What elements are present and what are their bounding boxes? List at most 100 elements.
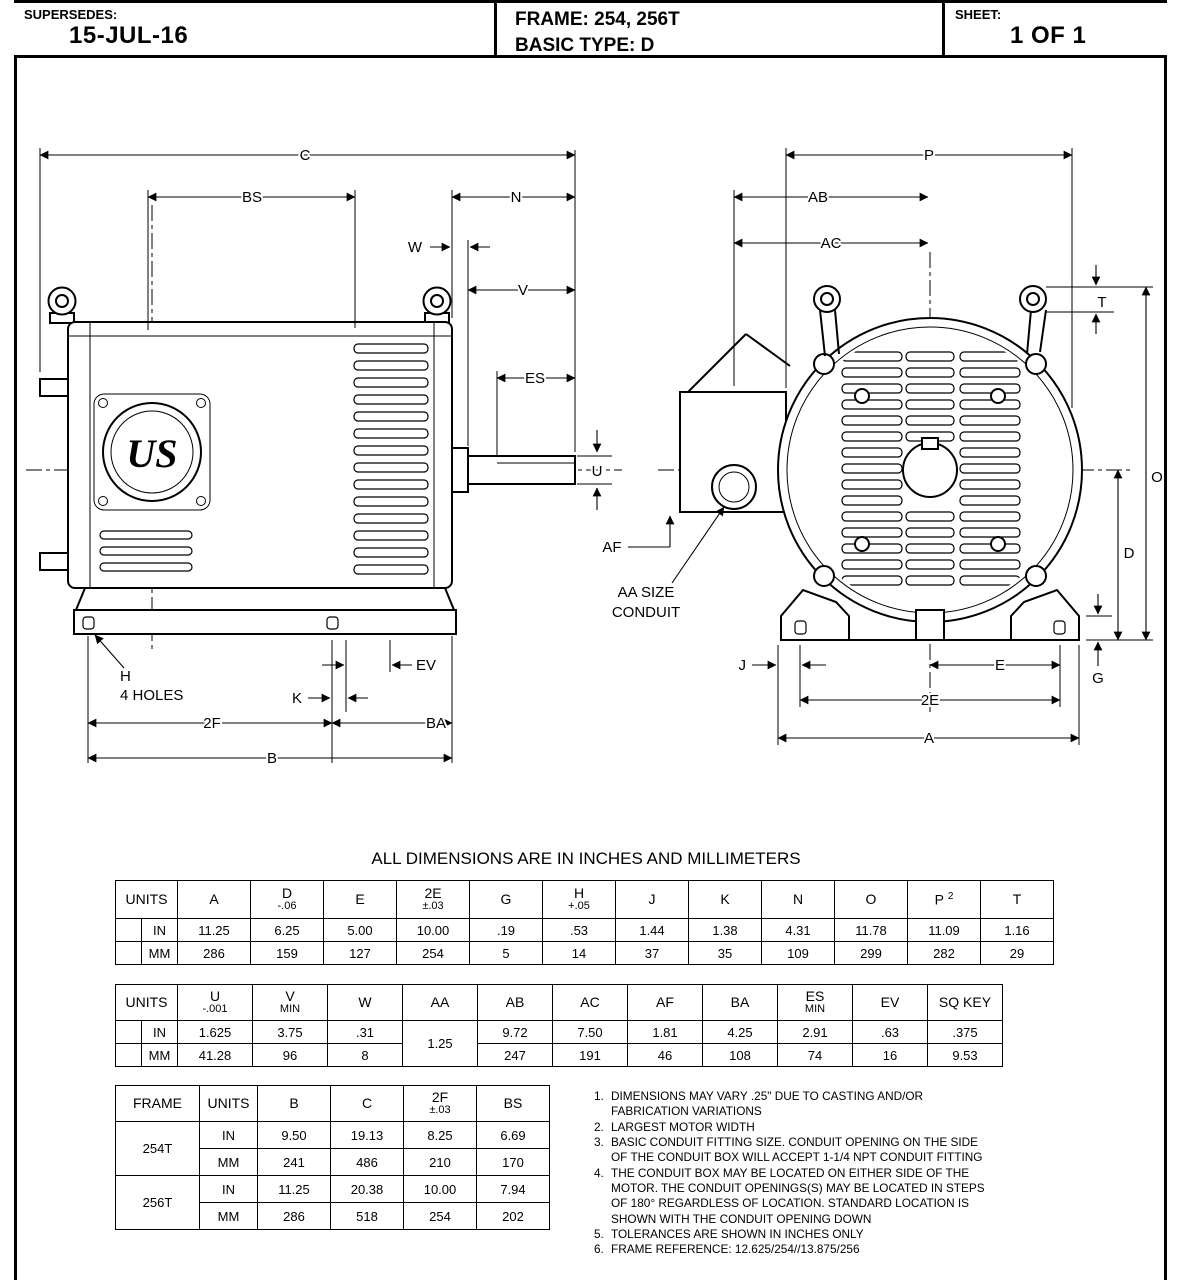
table-cell: .375	[927, 1020, 1003, 1044]
spacer-cell	[115, 941, 142, 965]
table-cell: 1.625	[177, 1020, 253, 1044]
note-number: 5.	[594, 1226, 604, 1241]
table-cell: 254	[403, 1202, 477, 1230]
dim-label-2f: 2F	[203, 715, 221, 732]
table-cell: .31	[327, 1020, 403, 1044]
dim-label-e: E	[995, 657, 1005, 674]
shaft	[451, 447, 576, 493]
unit-cell: MM	[199, 1202, 258, 1230]
note-text: FRAME REFERENCE: 12.625/254//13.875/256	[611, 1242, 860, 1257]
dim-label-bs: BS	[242, 189, 262, 206]
table-cell-aa-merged: 1.25	[402, 1020, 478, 1067]
table-row: MM 286 159 127 254 5 14 37 35 109 299 28…	[115, 941, 1054, 965]
note-text: DIMENSIONS MAY VARY .25" DUE TO CASTING …	[611, 1089, 924, 1119]
dim-label-ab: AB	[808, 189, 828, 206]
motor-dimension-drawing: US	[26, 145, 1165, 769]
note-text: TOLERANCES ARE SHOWN IN INCHES ONLY	[611, 1226, 864, 1241]
table-cell: 3.75	[252, 1020, 328, 1044]
column-header-frame: FRAME	[115, 1085, 200, 1122]
table-cell: 241	[257, 1148, 331, 1176]
dim-label-t: T	[1097, 294, 1106, 311]
table-cell: .53	[542, 918, 616, 942]
table-cell: 20.38	[330, 1175, 404, 1203]
table-cell: 7.50	[552, 1020, 628, 1044]
table-cell: 5	[469, 941, 543, 965]
column-header-2e: 2E±.03	[396, 880, 470, 919]
dim-label-2e: 2E	[921, 692, 939, 709]
column-header-d: D-.06	[250, 880, 324, 919]
table-cell: 14	[542, 941, 616, 965]
end-view: P AB AC T O D G J E	[600, 145, 1164, 749]
eye-bolt-left	[47, 286, 77, 324]
eye-bolts-end	[813, 285, 1047, 357]
page-border	[14, 0, 1167, 1280]
column-header-e: E	[323, 880, 397, 919]
spacer-cell	[115, 1043, 142, 1067]
dim-label-a: A	[924, 730, 934, 747]
table-cell: 11.25	[257, 1175, 331, 1203]
table-row: IN 1.625 3.75 .31 1.25 9.72 7.50 1.81 4.…	[115, 1020, 1003, 1067]
column-header-u: U-.001	[177, 984, 253, 1021]
dim-label-aa-size: AA SIZE	[618, 584, 675, 601]
table-row: MM 286 518 254 202	[116, 1202, 550, 1230]
dim-label-es: ES	[525, 370, 545, 387]
column-header-b: B	[257, 1085, 331, 1122]
table-cell: 254	[396, 941, 470, 965]
table-cell: 37	[615, 941, 689, 965]
column-header-k: K	[688, 880, 762, 919]
sheet-block: SHEET: 1 OF 1	[945, 3, 1167, 55]
column-header-ab: AB	[477, 984, 553, 1021]
note-2: 2. LARGEST MOTOR WIDTH	[594, 1120, 994, 1135]
dim-label-w: W	[408, 239, 423, 256]
table-row: IN 11.25 6.25 5.00 10.00 .19 .53 1.44 1.…	[115, 918, 1054, 942]
frame-table: FRAME UNITS B C 2F±.03 BS 254T IN 9.50 1…	[115, 1085, 550, 1230]
column-header-g: G	[469, 880, 543, 919]
note-number: 4.	[594, 1165, 604, 1180]
conduit-box	[679, 333, 791, 513]
table-row: 256T IN 11.25 20.38 10.00 7.94	[115, 1175, 550, 1230]
note-text: LARGEST MOTOR WIDTH	[611, 1119, 755, 1134]
table-cell: 486	[330, 1148, 404, 1176]
note-1: 1. DIMENSIONS MAY VARY .25" DUE TO CASTI…	[594, 1089, 994, 1120]
table-cell: 108	[702, 1043, 778, 1067]
table-cell: 191	[552, 1043, 628, 1067]
table-cell: .19	[469, 918, 543, 942]
table-cell: 1.81	[627, 1020, 703, 1044]
column-header-units: UNITS	[199, 1085, 258, 1122]
table-cell: 96	[252, 1043, 328, 1067]
end-view-dimensions: P AB AC T O D G J E	[600, 145, 1164, 749]
table-cell: 282	[907, 941, 981, 965]
table-cell: 286	[177, 941, 251, 965]
dim-label-g: G	[1092, 670, 1104, 687]
mounting-feet-end	[780, 588, 1080, 641]
table-cell: 170	[476, 1148, 550, 1176]
column-header-c: C	[330, 1085, 404, 1122]
note-5: 5. TOLERANCES ARE SHOWN IN INCHES ONLY	[594, 1227, 994, 1242]
note-number: 2.	[594, 1119, 604, 1134]
cooling-fins-side	[99, 343, 429, 575]
column-header-ba: BA	[702, 984, 778, 1021]
dim-label-j: J	[739, 657, 747, 674]
dim-label-c: C	[300, 147, 311, 164]
table-cell: 2.91	[777, 1020, 853, 1044]
column-header-p: P 2	[907, 880, 981, 919]
dim-label-d: D	[1124, 545, 1135, 562]
column-header-o: O	[834, 880, 908, 919]
notes-list: 1. DIMENSIONS MAY VARY .25" DUE TO CASTI…	[594, 1089, 994, 1258]
table-cell: 41.28	[177, 1043, 253, 1067]
dim-label-ba: BA	[426, 715, 446, 732]
table-cell: 518	[330, 1202, 404, 1230]
table-cell: 10.00	[403, 1175, 477, 1203]
column-header-j: J	[615, 880, 689, 919]
side-view-dimensions: C BS N W V ES U H 4 HOLES K	[39, 145, 612, 769]
dim-label-v: V	[518, 282, 528, 299]
table-cell: 19.13	[330, 1121, 404, 1149]
column-header-units: UNITS	[115, 880, 178, 919]
frame-title: FRAME: 254, 256T	[515, 9, 680, 30]
column-header-af: AF	[627, 984, 703, 1021]
column-header-ac: AC	[552, 984, 628, 1021]
note-3: 3. BASIC CONDUIT FITTING SIZE. CONDUIT O…	[594, 1135, 994, 1166]
